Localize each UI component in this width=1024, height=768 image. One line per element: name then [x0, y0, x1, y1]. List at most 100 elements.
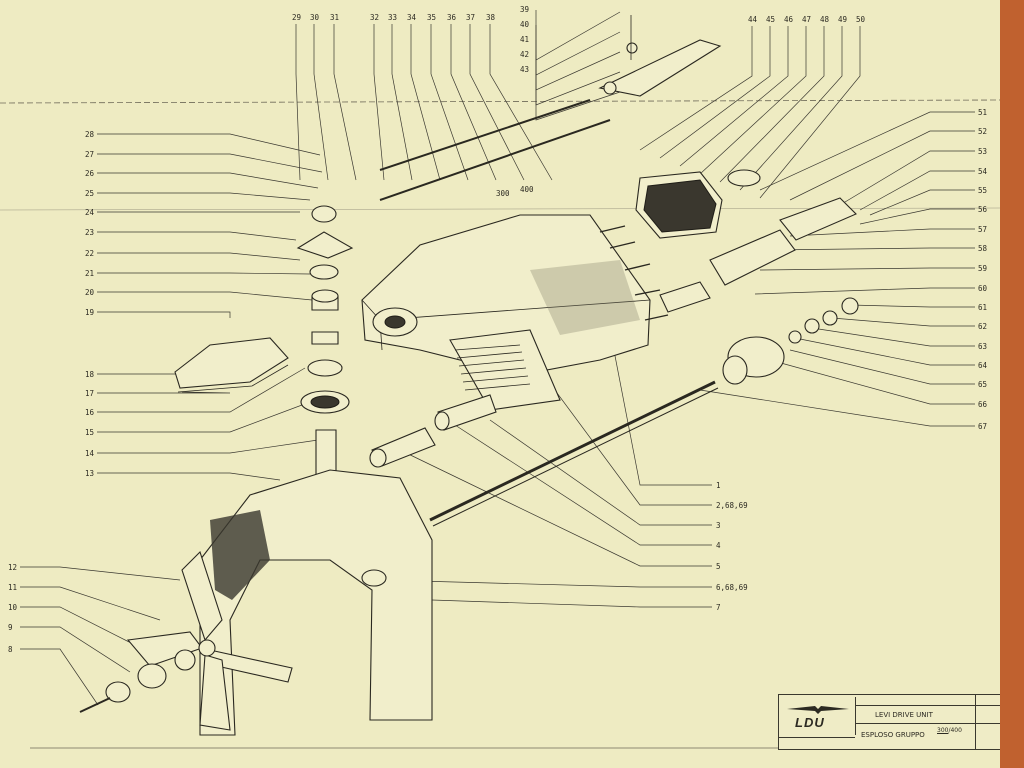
callout-34: 34 [407, 13, 417, 22]
leader-line [97, 391, 231, 394]
callout-41: 41 [520, 35, 529, 44]
leader-line [759, 26, 861, 199]
title-block-divider [855, 723, 1000, 724]
leader-line [839, 150, 975, 206]
leader-line [399, 449, 712, 567]
callout-67: 67 [978, 422, 987, 431]
leader-line [769, 359, 975, 405]
callout-5: 5 [716, 562, 721, 571]
motor-cover [635, 169, 761, 239]
leader-line [831, 317, 975, 327]
shaft-assembly [429, 197, 859, 527]
callout-63: 63 [978, 342, 987, 351]
callout-11: 11 [8, 583, 17, 592]
leader-line [333, 24, 357, 181]
callout-27: 27 [85, 150, 94, 159]
ratio-bottom: 400 [950, 727, 962, 734]
callout-28: 28 [85, 130, 95, 139]
leader-line [450, 24, 497, 181]
callout-61: 61 [978, 303, 987, 312]
leader-line [97, 192, 311, 201]
callout-55: 55 [978, 186, 987, 195]
title-block-divider [779, 737, 855, 738]
callout-51: 51 [978, 108, 987, 117]
leader-line [379, 579, 712, 588]
leader-line [789, 228, 975, 237]
callout-38: 38 [486, 13, 496, 22]
leader-line [97, 472, 281, 481]
callout-58: 58 [978, 244, 988, 253]
callout-14: 14 [85, 449, 95, 458]
callout-22: 22 [85, 249, 94, 258]
callout-10: 10 [8, 603, 18, 612]
callout-13: 13 [85, 469, 94, 478]
callout-35: 35 [427, 13, 436, 22]
callout-53: 53 [978, 147, 987, 156]
callout-66: 66 [978, 400, 988, 409]
linkage-arm [379, 15, 722, 201]
leader-line [454, 424, 712, 546]
callout-56: 56 [978, 205, 988, 214]
title-block: LDU LEVI DRIVE UNIT ESPLOSO GRUPPO 300/4… [778, 694, 1000, 750]
callout-9: 9 [8, 623, 13, 632]
bearing-stack [296, 205, 354, 483]
callout-17: 17 [85, 389, 94, 398]
leader-line [739, 26, 843, 191]
leader-line [431, 599, 712, 608]
callout-52: 52 [978, 127, 987, 136]
leader-line [97, 367, 306, 413]
callout-45: 45 [766, 15, 775, 24]
leader-line [20, 648, 99, 706]
callout-30: 30 [310, 13, 320, 22]
leader-line [469, 24, 525, 181]
callout-64: 64 [978, 361, 988, 370]
callout-50: 50 [856, 15, 866, 24]
callout-44: 44 [748, 15, 758, 24]
leader-line [789, 349, 975, 385]
callout-48: 48 [820, 15, 830, 24]
callout-1: 1 [716, 481, 721, 490]
callout-43: 43 [520, 65, 529, 74]
gearbox-housing [361, 214, 669, 411]
leader-line [849, 304, 975, 308]
callout-16: 16 [85, 408, 95, 417]
leader-line [759, 111, 975, 191]
leader-line [97, 439, 319, 454]
leader-line [20, 566, 181, 581]
leader-line [759, 267, 975, 271]
rule-line [0, 99, 1000, 104]
wings-logo-icon [787, 706, 849, 714]
leader-line [535, 25, 621, 76]
propeller-duct [199, 469, 433, 736]
leader-line [97, 291, 313, 301]
callout-54: 54 [978, 167, 988, 176]
callout-40: 40 [520, 20, 530, 29]
table-edge [1000, 0, 1024, 768]
skeg-cap [174, 337, 289, 393]
callout-46: 46 [784, 15, 794, 24]
leader-line [97, 133, 321, 156]
propeller [79, 550, 293, 731]
leader-line [859, 208, 975, 225]
leader-line [20, 606, 136, 646]
callout-18: 18 [85, 370, 95, 379]
leader-line [97, 231, 297, 241]
leader-line [373, 24, 385, 181]
logo-text: LDU [795, 715, 825, 730]
callout-57: 57 [978, 225, 987, 234]
leader-line [639, 26, 753, 151]
callout-2,68,69: 2,68,69 [716, 501, 748, 510]
leader-line [295, 24, 301, 181]
callout-36: 36 [447, 13, 457, 22]
leader-line [391, 24, 413, 181]
callout-60: 60 [978, 284, 988, 293]
leader-line [609, 329, 712, 486]
callout-62: 62 [978, 322, 987, 331]
callout-7: 7 [716, 603, 721, 612]
callout-15: 15 [85, 428, 94, 437]
callout-21: 21 [85, 269, 94, 278]
callout-4: 4 [716, 541, 721, 550]
